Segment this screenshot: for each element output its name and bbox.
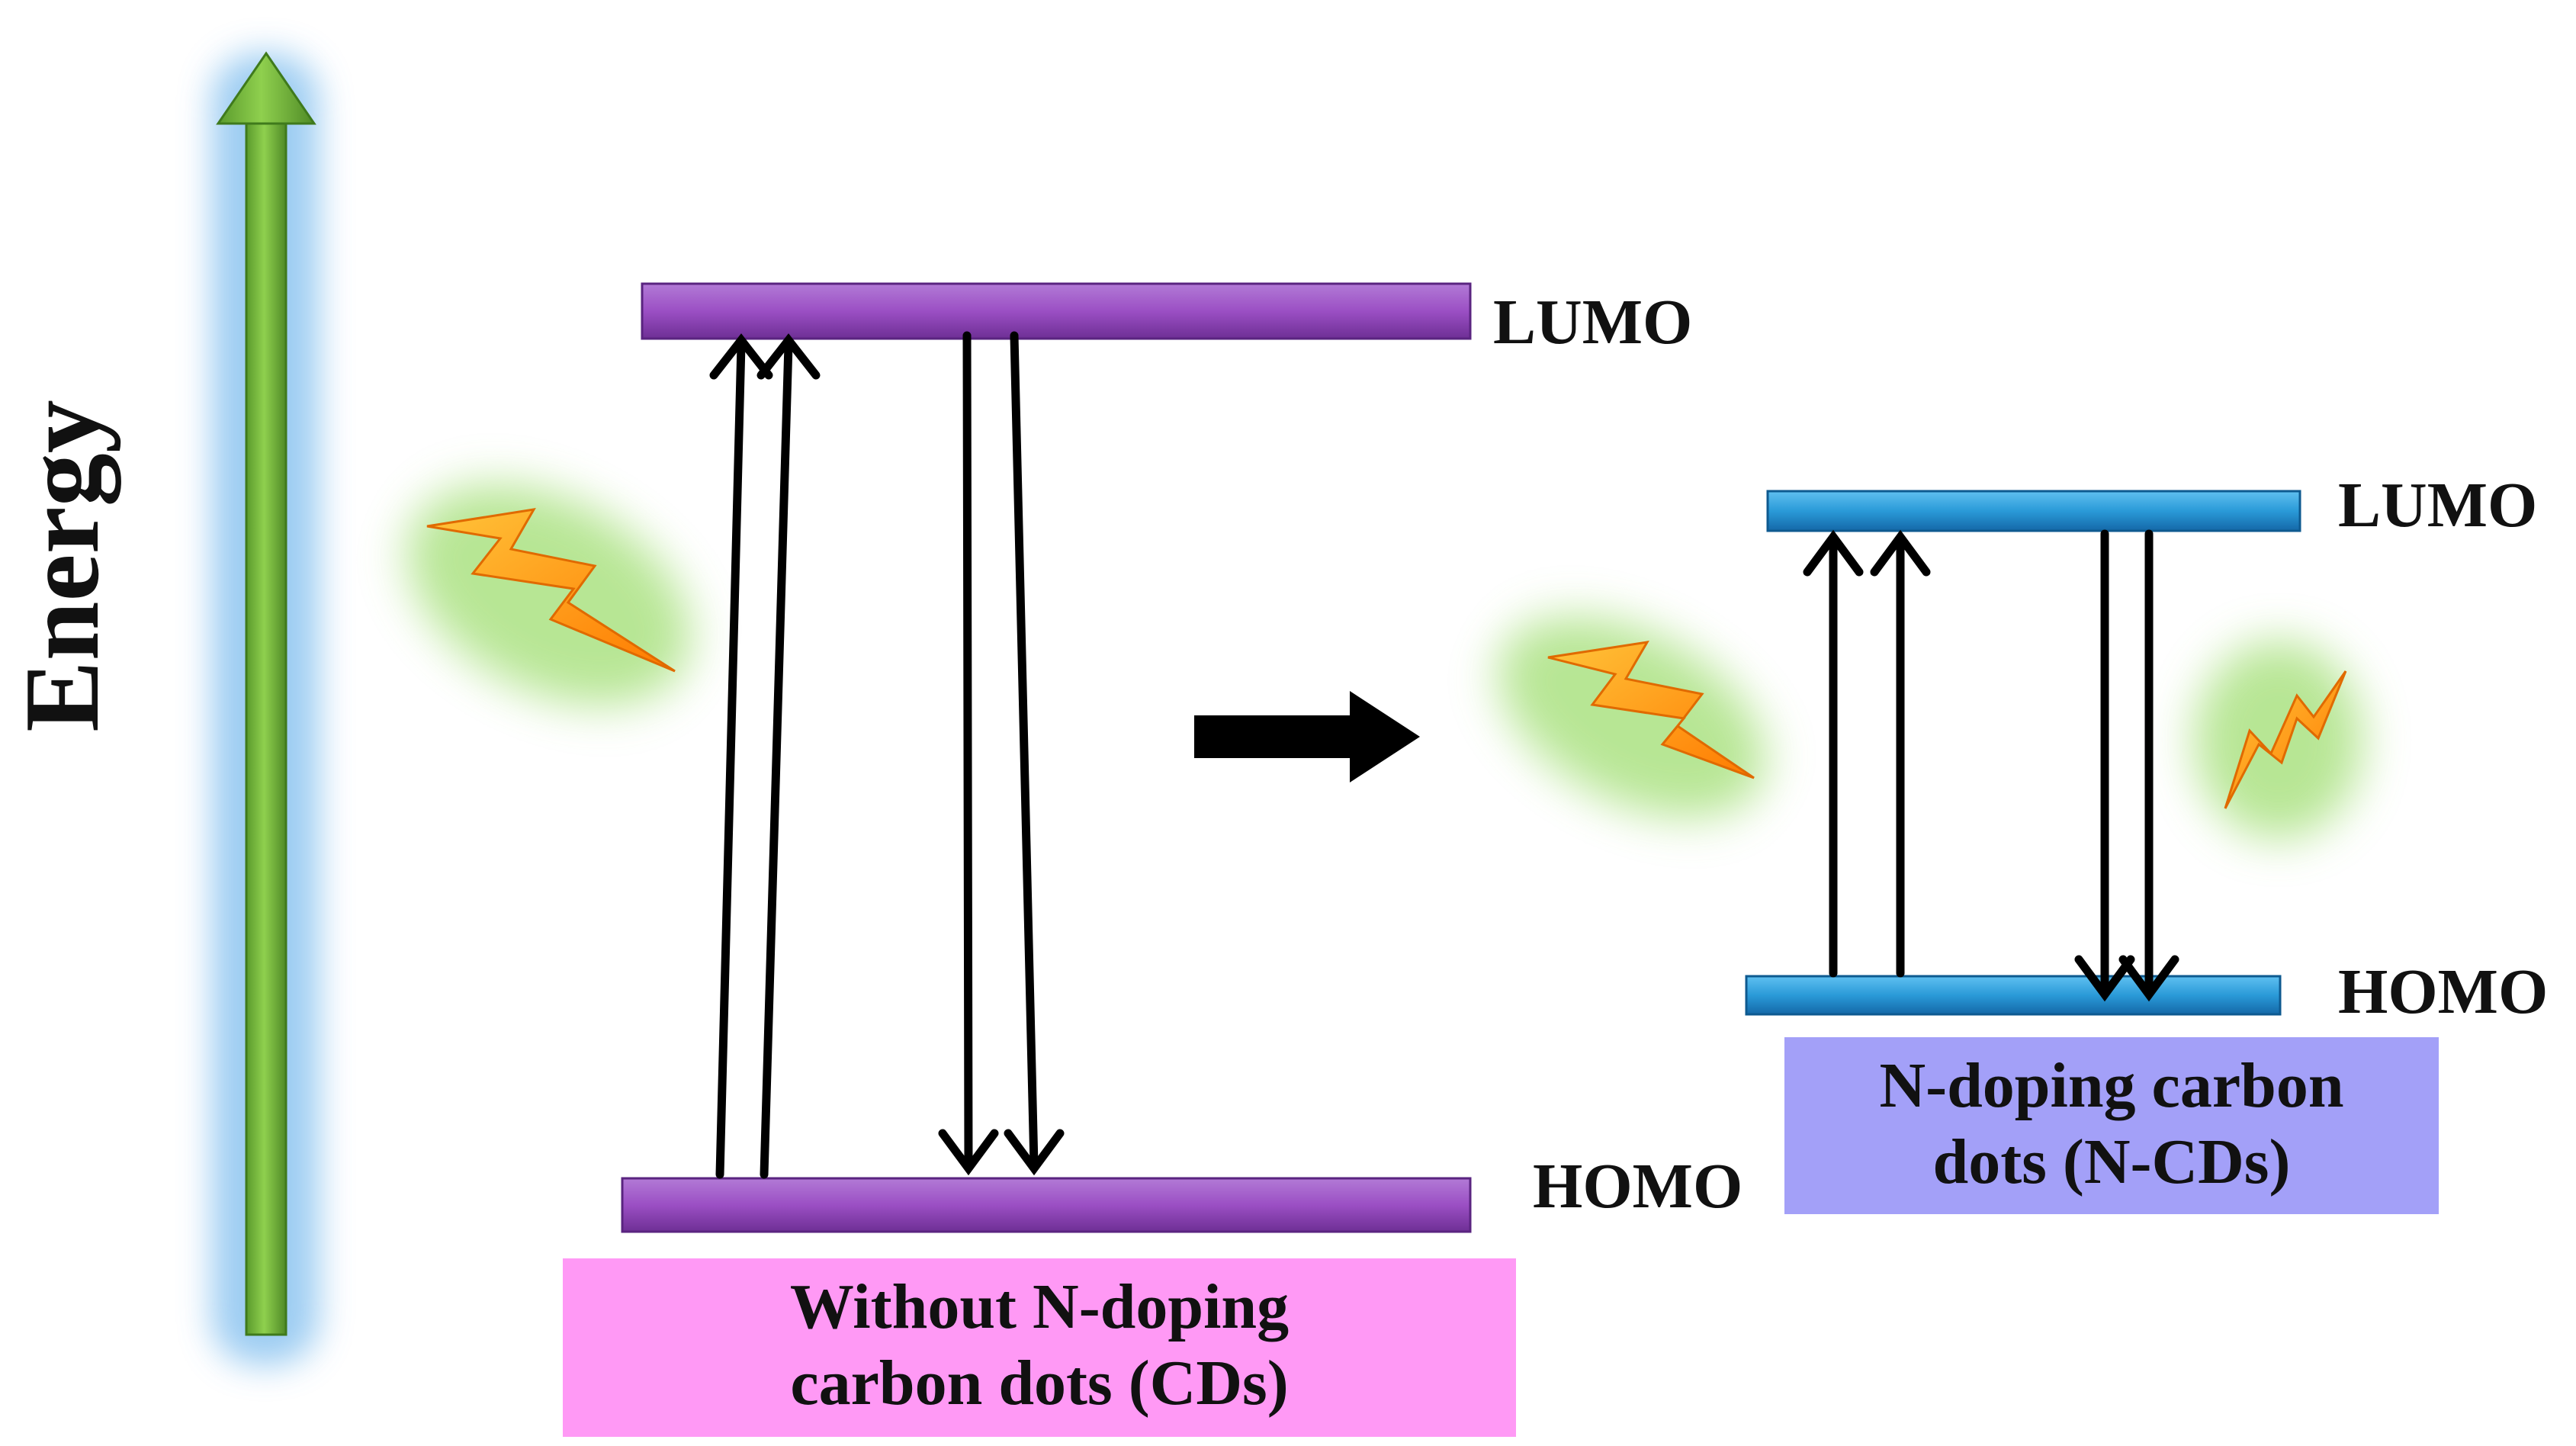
- left-caption-line2: carbon dots (CDs): [790, 1348, 1289, 1419]
- right-excitation-arrows: [1803, 529, 1931, 978]
- right-caption-box: [1784, 1037, 2439, 1214]
- right-emission-arrows: [2074, 529, 2179, 1002]
- right-homo-level: [1745, 975, 2282, 1016]
- right-lumo-level: [1766, 490, 2301, 532]
- left-lumo-label: LUMO: [1493, 287, 1692, 358]
- left-excitation-arrows: [709, 333, 821, 1179]
- right-caption-line1: N-doping carbon: [1879, 1050, 2344, 1121]
- left-caption-text: Without N-doping carbon dots (CDs): [563, 1269, 1516, 1422]
- left-caption-box: [563, 1258, 1516, 1437]
- right-caption-text: N-doping carbon dots (N-CDs): [1784, 1048, 2439, 1200]
- left-homo-label: HOMO: [1533, 1151, 1742, 1222]
- transition-arrow-right-icon: [1194, 691, 1420, 782]
- right-emitted-lightning-icon: [2195, 641, 2362, 839]
- right-caption-line2: dots (N-CDs): [1932, 1126, 2291, 1197]
- left-homo-level: [621, 1177, 1472, 1233]
- energy-axis-label: Energy: [3, 400, 121, 732]
- right-lumo-label: LUMO: [2338, 470, 2537, 541]
- left-lightning-icon: [406, 484, 692, 705]
- left-caption-line1: Without N-doping: [789, 1271, 1290, 1342]
- energy-axis-arrow: [212, 51, 319, 1365]
- left-emission-arrows: [938, 331, 1065, 1176]
- right-homo-label: HOMO: [2338, 956, 2548, 1027]
- left-lumo-level: [641, 282, 1472, 340]
- right-incoming-lightning-icon: [1498, 616, 1766, 818]
